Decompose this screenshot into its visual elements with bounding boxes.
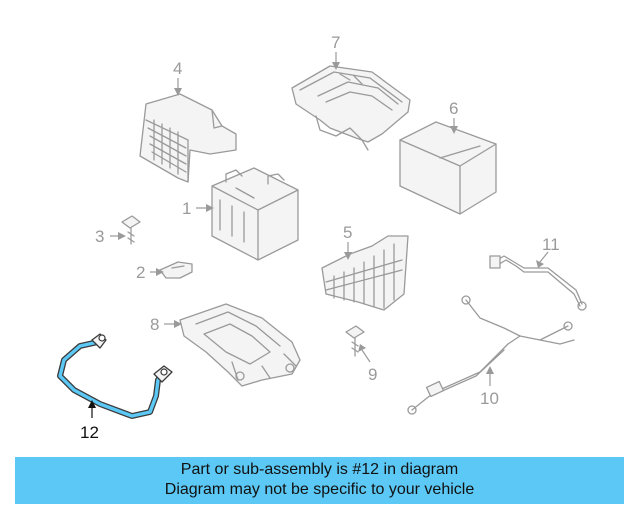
info-banner: Part or sub-assembly is #12 in diagram D…	[15, 457, 624, 504]
callout-8: 8	[150, 315, 159, 334]
banner-line-1: Part or sub-assembly is #12 in diagram	[180, 461, 459, 478]
callout-9: 9	[368, 365, 377, 384]
callout-1: 1	[182, 199, 191, 218]
part-4-battery-shield	[139, 93, 237, 183]
part-11-cable	[489, 255, 587, 311]
leader-lines	[88, 52, 549, 418]
callout-2: 2	[136, 263, 145, 282]
part-5-support-bracket	[321, 235, 409, 311]
part-9-bolt	[345, 325, 365, 357]
part-6-battery-cover	[399, 121, 497, 215]
callout-12: 12	[80, 423, 99, 442]
part-2-bracket	[159, 261, 193, 279]
callout-5: 5	[343, 223, 352, 242]
part-3-bolt	[121, 215, 141, 245]
callout-10: 10	[480, 389, 499, 408]
banner-line-2: Diagram may not be specific to your vehi…	[164, 481, 475, 498]
callout-7: 7	[331, 33, 340, 52]
callout-6: 6	[449, 99, 458, 118]
part-8-battery-tray	[179, 303, 301, 387]
parts-diagram: 7 4 6 1 3 2 5 8 9 11 10 12	[57, 33, 587, 442]
callout-11: 11	[542, 235, 560, 254]
part-7-engine-cover	[291, 65, 411, 151]
part-10-wiring-harness	[407, 295, 575, 415]
callout-3: 3	[95, 227, 104, 246]
callout-4: 4	[173, 59, 182, 78]
part-12-battery-cable	[57, 333, 173, 419]
part-1-battery	[211, 167, 299, 261]
